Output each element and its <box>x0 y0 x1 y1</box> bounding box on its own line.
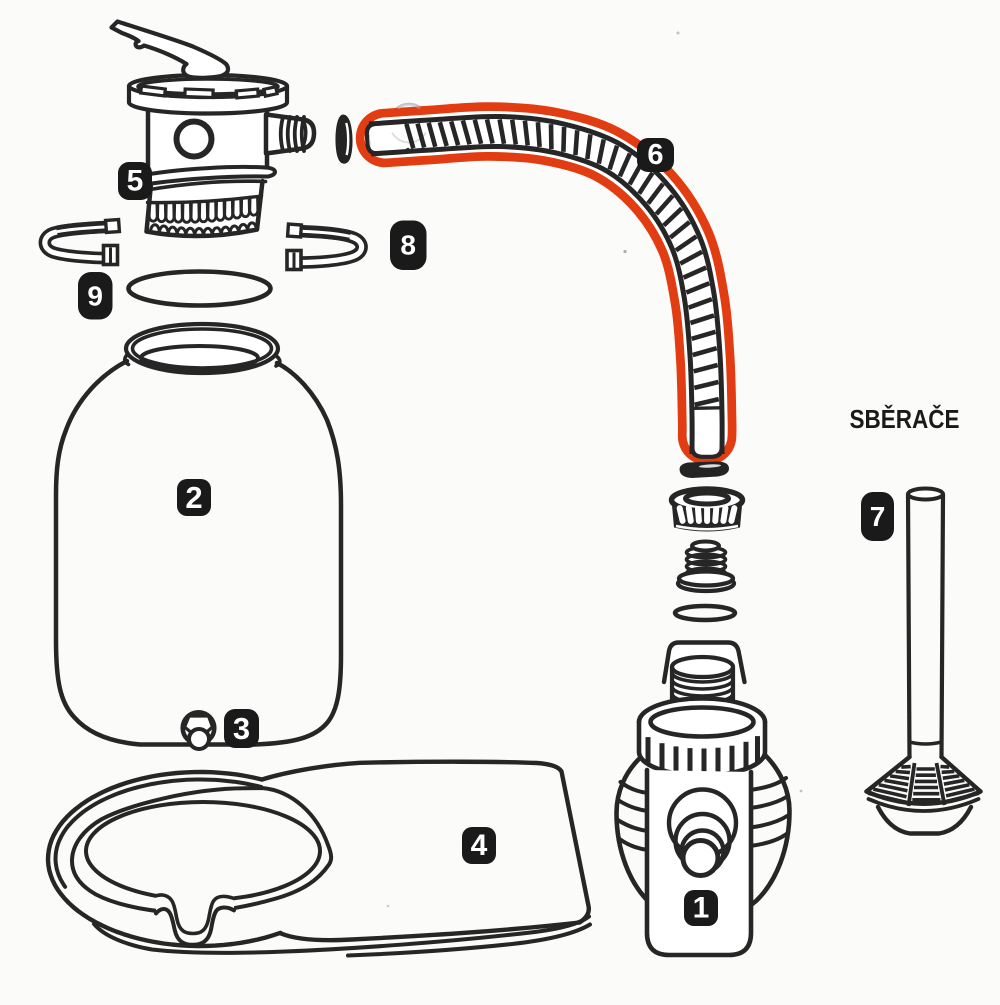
svg-text:2: 2 <box>185 480 202 515</box>
svg-text:1: 1 <box>693 892 710 925</box>
svg-text:4: 4 <box>471 829 488 862</box>
svg-text:6: 6 <box>647 139 663 171</box>
svg-text:8: 8 <box>400 230 416 261</box>
svg-text:5: 5 <box>127 165 144 198</box>
svg-text:9: 9 <box>87 280 103 311</box>
svg-text:3: 3 <box>233 711 250 746</box>
svg-text:SBĚRAČE: SBĚRAČE <box>850 404 960 434</box>
svg-text:7: 7 <box>870 501 886 532</box>
